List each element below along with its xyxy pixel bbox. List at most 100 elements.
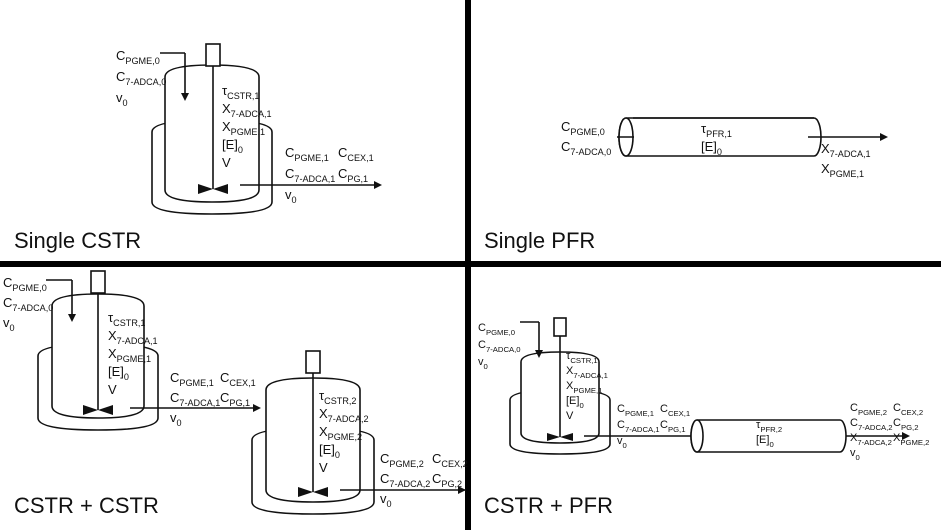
- variable-symbol: C: [380, 451, 389, 466]
- variable-label: v0: [116, 90, 128, 108]
- variable-subscript: 7-ADCA,1: [830, 149, 871, 159]
- variable-label: CCEX,2: [432, 451, 468, 469]
- cstr-reactor-1: [37, 270, 159, 431]
- panel-cstr-pfr: CPGME,0C7-ADCA,0v0 τCSTR,1X7-ADCA,1XPGME…: [478, 317, 929, 518]
- variable-symbol: X: [566, 380, 574, 392]
- variable-symbol: v: [380, 491, 387, 506]
- variable-label: CCEX,2: [893, 402, 923, 417]
- variable-symbol: C: [660, 403, 668, 415]
- panel-title: CSTR + PFR: [484, 493, 613, 518]
- variable-label: τPFR,1: [701, 121, 732, 139]
- variable-symbol: X: [108, 346, 117, 361]
- variable-subscript: 7-ADCA,1: [625, 425, 660, 434]
- variable-subscript: 0: [238, 145, 243, 155]
- variable-subscript: 0: [335, 450, 340, 460]
- variable-subscript: PG,1: [347, 174, 368, 184]
- variable-symbol: V: [222, 155, 231, 170]
- variable-label: v0: [850, 447, 860, 462]
- variable-symbol: [E]: [701, 139, 717, 154]
- variable-label: X7-ADCA,1: [821, 141, 871, 159]
- inlet-labels: CPGME,0C7-ADCA,0v0: [116, 48, 166, 108]
- variable-symbol: C: [338, 166, 347, 181]
- variable-label: C7-ADCA,1: [617, 419, 660, 434]
- variable-subscript: PGME,1: [179, 378, 213, 388]
- variable-symbol: C: [220, 390, 229, 405]
- variable-symbol: v: [285, 187, 292, 202]
- variable-subscript: 7-ADCA,2: [389, 479, 430, 489]
- variable-subscript: CSTR,1: [570, 356, 597, 365]
- variable-symbol: C: [3, 275, 12, 290]
- pfr-parameter-labels: τPFR,2[E]0: [756, 419, 782, 449]
- variable-symbol: X: [566, 365, 574, 377]
- variable-subscript: CEX,2: [441, 459, 467, 469]
- variable-label: CPGME,0: [478, 322, 515, 337]
- variable-label: XPGME,1: [566, 380, 602, 395]
- variable-subscript: 7-ADCA,0: [12, 303, 53, 313]
- variable-subscript: CEX,1: [668, 409, 690, 418]
- variable-symbol: X: [222, 101, 231, 116]
- inlet-labels: CPGME,0C7-ADCA,0: [561, 119, 611, 157]
- variable-label: X7-ADCA,1: [566, 365, 608, 380]
- variable-symbol: C: [850, 402, 858, 414]
- variable-symbol: X: [821, 161, 830, 176]
- variable-symbol: [E]: [319, 442, 335, 457]
- variable-symbol: [E]: [566, 395, 579, 407]
- variable-label: XPGME,1: [821, 161, 864, 179]
- variable-subscript: 7-ADCA,0: [486, 345, 521, 354]
- variable-label: v0: [3, 315, 15, 333]
- variable-symbol: X: [108, 328, 117, 343]
- variable-subscript: PGME,2: [328, 432, 362, 442]
- variable-subscript: 0: [123, 98, 128, 108]
- variable-label: [E]0: [701, 139, 722, 157]
- panel-single-pfr: CPGME,0C7-ADCA,0 τPFR,1[E]0 X7-ADCA,1XPG…: [484, 117, 888, 253]
- variable-symbol: τ: [319, 388, 325, 403]
- pfr-inlet-face: [690, 419, 704, 453]
- variable-symbol: X: [319, 424, 328, 439]
- variable-label: [E]0: [319, 442, 340, 460]
- variable-label: v0: [285, 187, 297, 205]
- variable-label: [E]0: [108, 364, 129, 382]
- variable-label: τCSTR,2: [319, 388, 356, 406]
- variable-symbol: C: [220, 370, 229, 385]
- variable-symbol: C: [617, 419, 625, 431]
- variable-label: CPG,1: [660, 419, 685, 434]
- variable-subscript: PGME,1: [117, 354, 151, 364]
- variable-subscript: 0: [292, 195, 297, 205]
- variable-subscript: PGME,1: [625, 409, 654, 418]
- variable-label: CPG,1: [338, 166, 368, 184]
- inlet-arrowhead-icon: [181, 93, 189, 101]
- pfr-reactor: [690, 419, 847, 453]
- cstr-vessel: [164, 64, 260, 203]
- variable-subscript: 0: [623, 441, 627, 450]
- variable-symbol: C: [285, 145, 294, 160]
- variable-symbol: C: [432, 451, 441, 466]
- impeller-icon: [547, 433, 573, 441]
- variable-subscript: PGME,1: [830, 169, 864, 179]
- variable-symbol: C: [116, 48, 125, 63]
- variable-subscript: 7-ADCA,1: [231, 109, 272, 119]
- variable-symbol: [E]: [222, 137, 238, 152]
- variable-label: XPGME,1: [222, 119, 265, 137]
- variable-subscript: PFR,1: [706, 129, 732, 139]
- variable-subscript: 0: [177, 418, 182, 428]
- variable-symbol: C: [170, 390, 179, 405]
- variable-subscript: PGME,2: [858, 408, 887, 417]
- variable-label: C7-ADCA,0: [116, 69, 166, 87]
- variable-subscript: PG,2: [441, 479, 462, 489]
- variable-symbol: v: [478, 356, 484, 368]
- variable-symbol: X: [222, 119, 231, 134]
- variable-subscript: PGME,1: [231, 127, 265, 137]
- variable-subscript: PG,1: [229, 398, 250, 408]
- variable-subscript: 0: [579, 401, 583, 410]
- variable-label: CPGME,2: [850, 402, 887, 417]
- inlet-labels: CPGME,0C7-ADCA,0v0: [3, 275, 53, 333]
- variable-label: V: [108, 382, 117, 397]
- variable-label: [E]0: [756, 434, 774, 449]
- variable-subscript: PGME,1: [294, 153, 328, 163]
- variable-symbol: X: [850, 432, 858, 444]
- variable-subscript: PGME,0: [486, 328, 515, 337]
- variable-subscript: PGME,0: [570, 127, 604, 137]
- variable-label: v0: [170, 410, 182, 428]
- variable-symbol: [E]: [108, 364, 124, 379]
